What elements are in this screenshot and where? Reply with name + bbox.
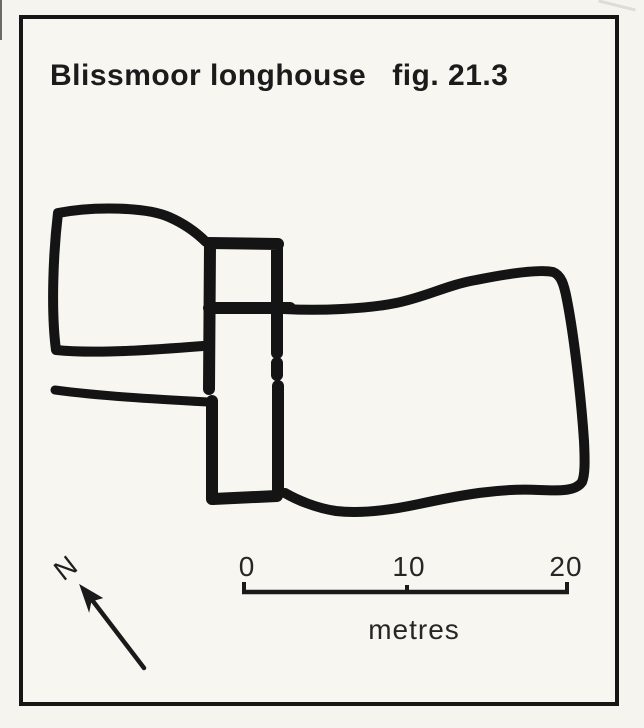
scale-tick-label-10: 10: [392, 551, 425, 582]
north-label: N: [48, 550, 83, 587]
scan-edge-artifact: [0, 0, 2, 40]
figure-title-row: Blissmoor longhouse fig. 21.3: [50, 59, 508, 93]
figure-title: Blissmoor longhouse: [50, 59, 367, 92]
scale-tick-label-0: 0: [239, 551, 256, 582]
north-arrow-shaft: [83, 589, 147, 671]
main-hall-outline: [279, 266, 590, 517]
scale-bar: 0 10 20 metres: [239, 551, 582, 645]
scale-tick-label-20: 20: [549, 551, 582, 582]
figure-number: fig. 21.3: [392, 59, 509, 92]
cross-passage-walls: [203, 237, 296, 505]
scale-unit-label: metres: [368, 614, 460, 645]
scale-bar-ticks: [242, 582, 569, 591]
west-room-outline: [48, 203, 211, 357]
boundary-wall-line: [50, 385, 213, 407]
north-arrow-head: [79, 583, 104, 613]
north-arrow: N: [48, 550, 147, 671]
